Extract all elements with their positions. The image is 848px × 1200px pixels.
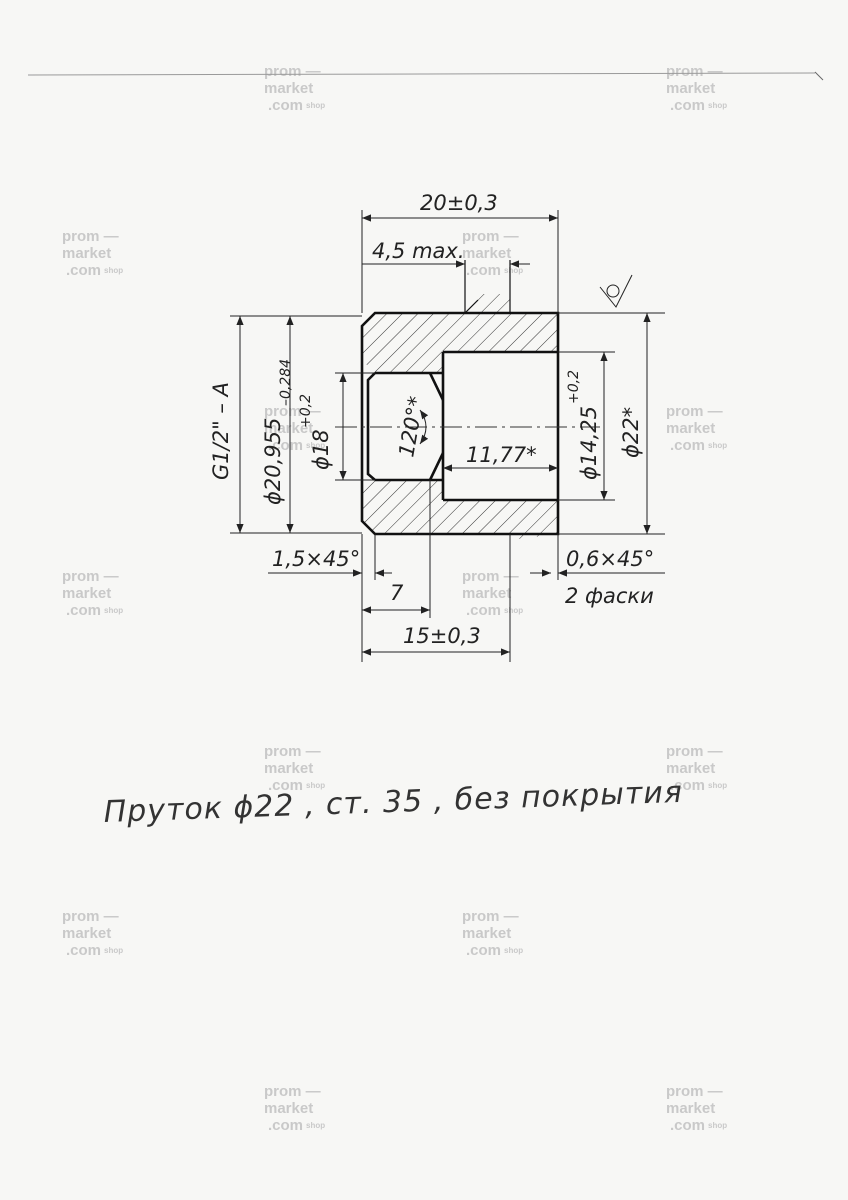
bore-tolerance-label: +0,2 — [298, 394, 314, 428]
watermark: prommarketcomshop — [666, 1083, 756, 1134]
inner-tolerance-label: +0,2 — [566, 370, 582, 404]
scan-line — [814, 71, 824, 81]
thread-label: G1/2" – A — [209, 382, 233, 480]
watermark: prommarketcomshop — [264, 1083, 354, 1134]
thread-tolerance-label: –0,284 — [278, 359, 294, 406]
section-hatch-bottom — [362, 480, 558, 540]
inner-diameter-label: ϕ14,25 — [577, 406, 601, 480]
chamfer-note-label: 2 фаски — [565, 584, 654, 608]
bore-diameter-label: ϕ18 — [309, 429, 333, 470]
watermark: prommarketcomshop — [666, 63, 756, 114]
dimension-lines — [230, 210, 665, 662]
right-chamfer-label: 0,6×45° — [566, 547, 654, 571]
material-note: Пруток ϕ22 , ст. 35 , без покрытия — [103, 775, 683, 830]
watermark: prommarketcomshop — [462, 568, 552, 619]
section-hatch-top — [362, 294, 558, 373]
left-chamfer-label: 1,5×45° — [272, 547, 360, 571]
overall-length-label: 20±0,3 — [420, 191, 498, 215]
thread-depth-lines — [464, 260, 511, 314]
watermark: prommarketcomshop — [264, 743, 354, 794]
hex-length-label: 15±0,3 — [403, 624, 481, 648]
watermark: prommarketcomshop — [62, 908, 152, 959]
scan-line — [27, 72, 816, 76]
angle-label: 120°* — [394, 395, 428, 459]
outer-diameter-label: ϕ22* — [619, 407, 643, 458]
thread-diameter-label: ϕ20,955 — [261, 418, 285, 505]
inner-length-label: 11,77* — [466, 443, 537, 467]
watermark: prommarketcomshop — [62, 568, 152, 619]
watermark: prommarketcomshop — [264, 63, 354, 114]
watermark: prommarketcomshop — [462, 228, 552, 279]
small-length-label: 7 — [390, 581, 404, 605]
watermark: prommarketcomshop — [62, 228, 152, 279]
watermark: prommarketcomshop — [666, 403, 756, 454]
max-depth-label: 4,5 max. — [372, 239, 465, 263]
watermark: prommarketcomshop — [666, 743, 756, 794]
watermark: prommarketcomshop — [462, 908, 552, 959]
